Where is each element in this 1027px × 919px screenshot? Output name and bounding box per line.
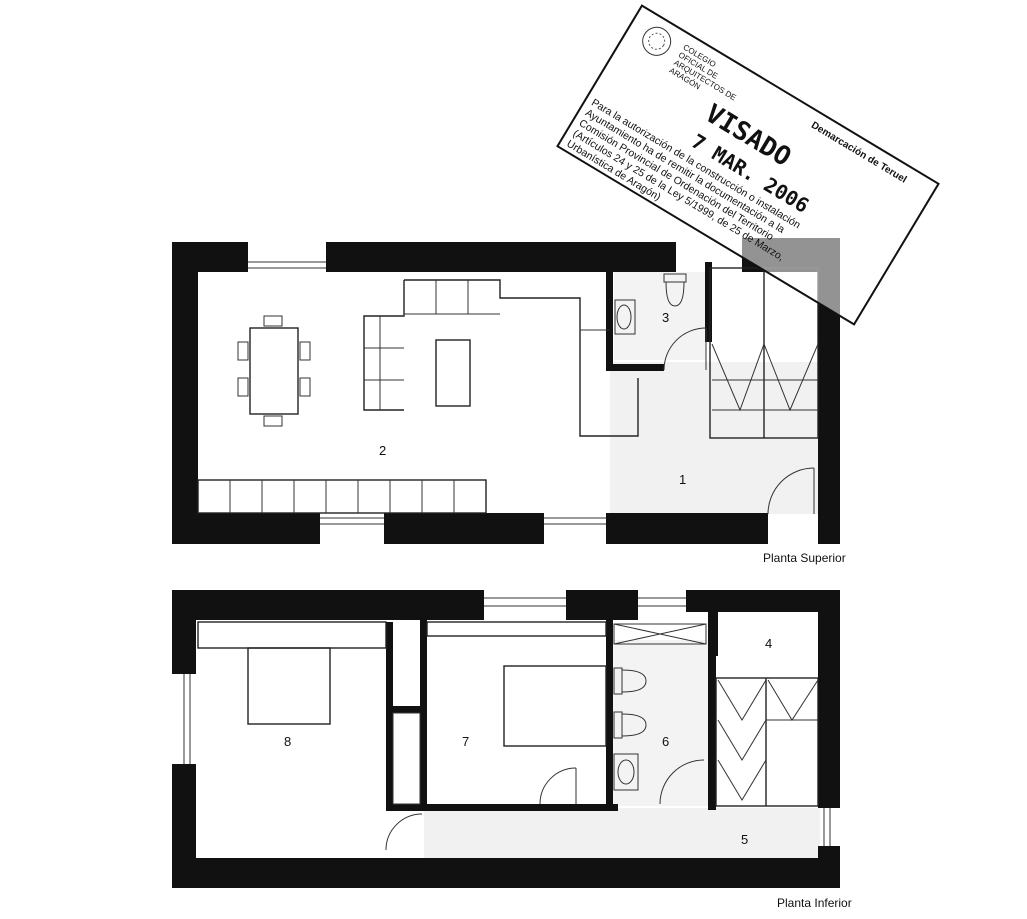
wall-6-right [708, 612, 716, 810]
lower-window-top-1 [484, 597, 566, 607]
upper-wall-bottom-left [172, 513, 320, 544]
room-number-1: 1 [679, 472, 686, 487]
upper-window-bottom-1 [320, 517, 384, 525]
door-6-arc [659, 759, 705, 805]
lower-wall-bottom [172, 858, 840, 888]
bath3-wall-right [705, 262, 712, 342]
upper-floor-plan: 2 3 1 Planta Superior [172, 238, 846, 565]
bath3-toilet [663, 273, 687, 307]
upper-wall-top-mid [326, 242, 676, 272]
bath3-wall-bottom [606, 364, 664, 371]
lower-wall-left-top [172, 590, 196, 674]
closet-7-lower [392, 712, 421, 805]
door-8-arc [385, 813, 423, 851]
dining-table [237, 315, 311, 427]
bath6-toilet-2 [613, 711, 647, 739]
lower-wall-top-right [686, 590, 840, 612]
room-number-3: 3 [662, 310, 669, 325]
bath3-floor-tile [614, 272, 706, 360]
room-number-5: 5 [741, 832, 748, 847]
lower-wall-top-mid [566, 590, 638, 620]
lower-wall-right [818, 590, 840, 808]
corridor-floor-tile [424, 808, 820, 860]
wall-7-closet-side [420, 620, 427, 810]
bath3-wall-left [606, 272, 613, 370]
upper-wall-left [172, 242, 198, 544]
upper-wall-right [818, 238, 840, 544]
bath3-sink [614, 299, 636, 335]
coffee-table [435, 339, 471, 407]
bath6-sink [613, 753, 639, 791]
plan-label-inferior: Planta Inferior [777, 896, 852, 910]
bath6-floor-tile [612, 640, 712, 806]
plan-label-superior: Planta Superior [763, 551, 846, 565]
lower-window-top-2 [638, 597, 686, 607]
stamp-seal-logo [642, 26, 672, 56]
entry-door-arc [767, 467, 815, 515]
upper-window-top [248, 261, 326, 269]
wall-7-closet-top [386, 706, 426, 713]
upper-wall-bottom-mid [384, 513, 544, 544]
lower-staircase [715, 677, 819, 807]
room-number-2: 2 [379, 443, 386, 458]
door-7-arc [539, 767, 577, 805]
lower-window-right [823, 808, 831, 846]
closet-7 [426, 621, 607, 637]
closet-8 [197, 621, 387, 649]
wall-between-7-6 [606, 620, 613, 810]
bed-room-7 [503, 665, 607, 747]
wall-between-8-7 [386, 622, 393, 808]
bed-room-8 [247, 647, 331, 725]
stamp-frame [556, 4, 940, 326]
upper-wall-bottom-right [606, 513, 768, 544]
room-number-6: 6 [662, 734, 669, 749]
room-number-4: 4 [765, 636, 772, 651]
lower-window-left [183, 674, 191, 764]
bath6-toilet-1 [613, 667, 647, 695]
room-number-7: 7 [462, 734, 469, 749]
sofa [363, 279, 639, 437]
kitchen-counter [197, 479, 487, 514]
lower-wall-top-left [172, 590, 484, 620]
room-number-8: 8 [284, 734, 291, 749]
lower-floor-plan: 4 8 7 6 5 Planta Inferior [172, 590, 852, 910]
bath6-shower [613, 623, 707, 645]
upper-window-bottom-2 [544, 517, 606, 525]
wall-4-left [712, 612, 718, 656]
bath3-door-arc [663, 327, 707, 371]
wall-7-bottom [386, 804, 618, 811]
